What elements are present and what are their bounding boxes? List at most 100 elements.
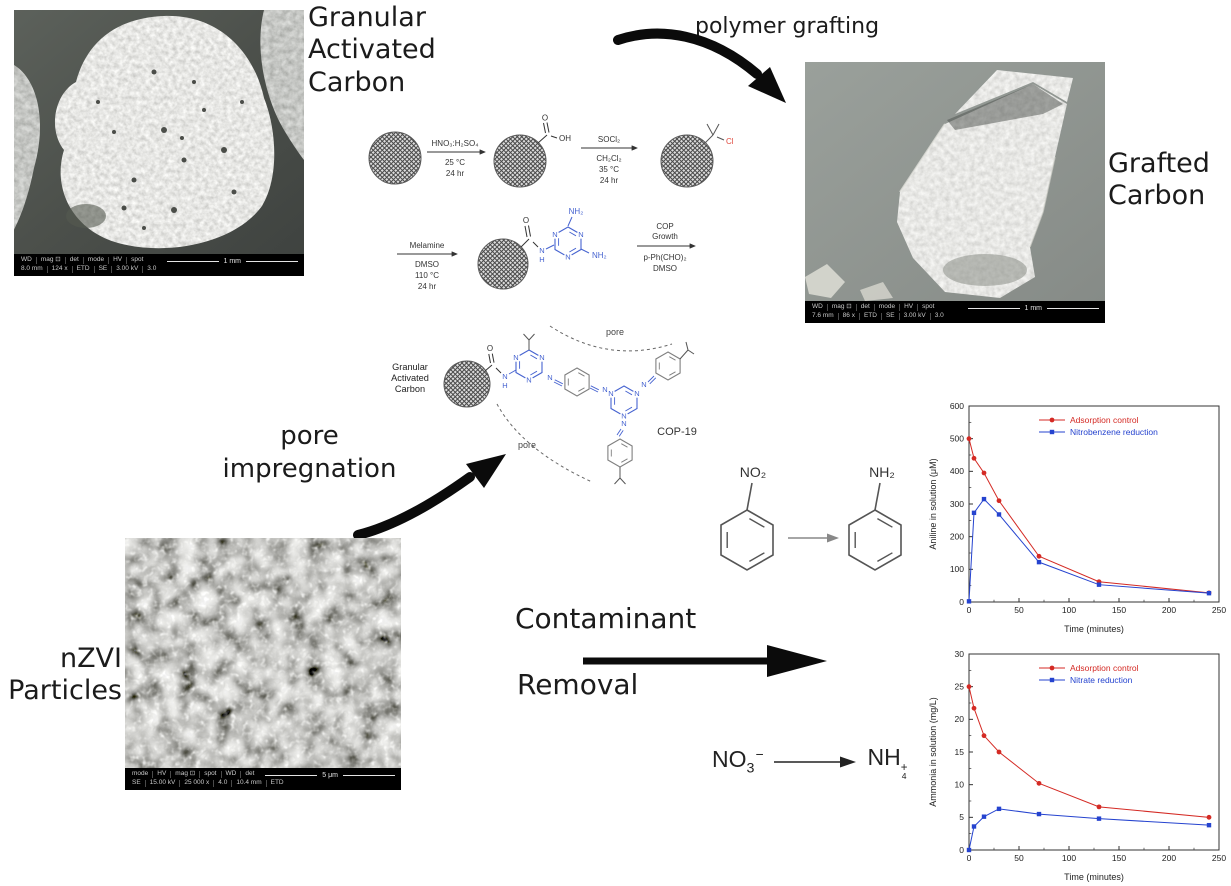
aniline-ring (848, 509, 902, 571)
cop-gac-label-line2: Activated (391, 373, 429, 383)
condition-label: 110 °C (415, 271, 439, 280)
sem-field: WD (17, 257, 37, 264)
sem-field: mag ⊡ (171, 771, 201, 778)
sem-value: ETD (270, 779, 284, 787)
sem-value: 3.0 (147, 265, 157, 273)
nitrate-to-ammonium: NO3− NH+4 (712, 744, 907, 781)
carbon-sphere (368, 131, 422, 185)
sem-value: 4.0 (214, 780, 233, 787)
reaction-step-2: SOCl₂ CH₂Cl₂ 35 °C 24 hr (581, 135, 638, 185)
svg-text:250: 250 (1212, 605, 1226, 615)
contaminant-removal-arrow (583, 645, 827, 677)
oh-group-label: OH (559, 134, 571, 143)
nitrobenzene-to-aniline: NO₂ NH₂ (720, 464, 902, 571)
condition-label: CH₂Cl₂ (596, 154, 621, 163)
condition-label: 25 °C (445, 158, 465, 167)
no3-subscript: 3 (746, 760, 755, 777)
n-atom-label: N (641, 380, 646, 389)
svg-text:600: 600 (950, 401, 964, 411)
n-atom-label: N (602, 385, 607, 394)
sem-grafted-scalebar: 1 mm (967, 305, 1099, 312)
condition-label: 35 °C (599, 165, 619, 174)
sem-value: SE (882, 313, 900, 320)
reaction-step-1: HNO₃:H₂SO₄ 25 °C 24 hr (427, 139, 486, 178)
sem-value: SE (95, 266, 113, 273)
sem-field: det (857, 304, 875, 311)
sem-value: 3.00 kV (112, 266, 144, 273)
reagent-label: SOCl₂ (598, 135, 620, 144)
carbon-sphere-cop (443, 360, 491, 408)
svg-text:20: 20 (955, 714, 965, 724)
truncation-mark-right (679, 341, 695, 360)
svg-text:Time (minutes): Time (minutes) (1064, 624, 1124, 634)
reaction-step-3: Melamine DMSO 110 °C 24 hr (397, 241, 458, 291)
svg-text:150: 150 (1112, 853, 1126, 863)
nh4-base: NH (867, 744, 901, 770)
n-atom-label: N (539, 246, 544, 255)
sem-value: 3.00 kV (900, 313, 931, 320)
scale-label: 1 mm (223, 258, 242, 265)
sem-value: 3.0 (934, 312, 944, 320)
sem-grafted-micrograph (805, 62, 1105, 301)
pore-label-top: pore (606, 327, 624, 337)
sem-nzvi-micrograph (125, 538, 401, 768)
cop19-label: COP-19 (657, 426, 697, 438)
sem-grafted-info-row2: 7.6 mm 86 x ETD SE 3.00 kV 3.0 (808, 312, 1102, 321)
benzene-ring (564, 367, 590, 397)
nh4-subscript: 4 (901, 770, 907, 781)
sem-value: 15.00 kV (146, 780, 181, 787)
svg-text:500: 500 (950, 433, 964, 443)
cop-gac-label-line3: Carbon (395, 384, 425, 394)
condition-label: DMSO (415, 260, 439, 269)
sem-gac-info-row2: 8.0 mm 124 x ETD SE 3.00 kV 3.0 (17, 265, 301, 274)
truncation-mark-top (523, 333, 535, 350)
reagent-label: HNO₃:H₂SO₄ (432, 139, 479, 148)
reagent-label: Growth (652, 232, 678, 241)
benzene-ring (655, 351, 681, 381)
scale-label: 1 mm (1024, 305, 1043, 312)
sem-gac-micrograph (14, 10, 304, 254)
svg-text:Nitrate reduction: Nitrate reduction (1070, 675, 1133, 685)
svg-text:30: 30 (955, 649, 965, 659)
sem-image-grafted-carbon: WD mag ⊡ det mode HV spot 7.6 mm 86 x ET… (805, 62, 1105, 323)
cl-atom-label: Cl (726, 137, 734, 146)
sem-value: ETD (860, 313, 882, 320)
sem-value: 7.6 mm (808, 313, 839, 320)
label-polymer-grafting: polymer grafting (695, 14, 880, 39)
svg-text:Aniline in solution (μM): Aniline in solution (μM) (928, 458, 938, 549)
functionalization-scheme: N N N HNO₃:H₂SO₄ 25 °C 24 hr O OH SOCl₂ … (368, 114, 734, 291)
svg-text:Adsorption control: Adsorption control (1070, 415, 1139, 425)
sem-value: SE (128, 780, 146, 787)
sem-gac-info-bar: WD mag ⊡ det mode HV spot 8.0 mm 124 x E… (14, 254, 304, 276)
sem-field: mag ⊡ (37, 257, 66, 264)
cop19-structure: N N N Granular Activated Carbon O N H N (391, 325, 697, 485)
triazine-ring (606, 385, 642, 422)
conversion-arrow (788, 533, 839, 543)
sem-field: det (66, 257, 84, 264)
sem-gac-info-row1: WD mag ⊡ det mode HV spot (17, 256, 301, 265)
sem-nzvi-info-row1: mode HV mag ⊡ spot WD det (128, 770, 398, 779)
svg-text:0: 0 (967, 853, 972, 863)
sem-grafted-info-row1: WD mag ⊡ det mode HV spot (808, 303, 1102, 312)
sem-field: HV (900, 304, 919, 311)
gac-pores (96, 69, 244, 230)
sem-nzvi-info-row2: SE 15.00 kV 25 000 x 4.0 10.4 mm ETD (128, 779, 398, 788)
svg-text:150: 150 (1112, 605, 1126, 615)
sem-field: mode (128, 771, 154, 778)
label-pore-impregnation: pore impregnation (222, 421, 397, 484)
nh2-group-label: NH₂ (569, 207, 584, 216)
svg-text:100: 100 (1062, 605, 1076, 615)
sem-image-nzvi: mode HV mag ⊡ spot WD det SE 15.00 kV 25… (125, 538, 401, 790)
svg-text:25: 25 (955, 681, 965, 691)
reagent-label: Melamine (410, 241, 445, 250)
sem-value: 86 x (839, 313, 860, 320)
amide-linkage (520, 225, 539, 248)
condition-label: 24 hr (600, 176, 619, 185)
conversion-arrow (773, 756, 856, 768)
svg-text:Nitrobenzene reduction: Nitrobenzene reduction (1070, 427, 1158, 437)
n-atom-label: N (502, 372, 507, 381)
nh2-group-label: NH₂ (869, 464, 895, 480)
sem-value: 25 000 x (180, 780, 215, 787)
